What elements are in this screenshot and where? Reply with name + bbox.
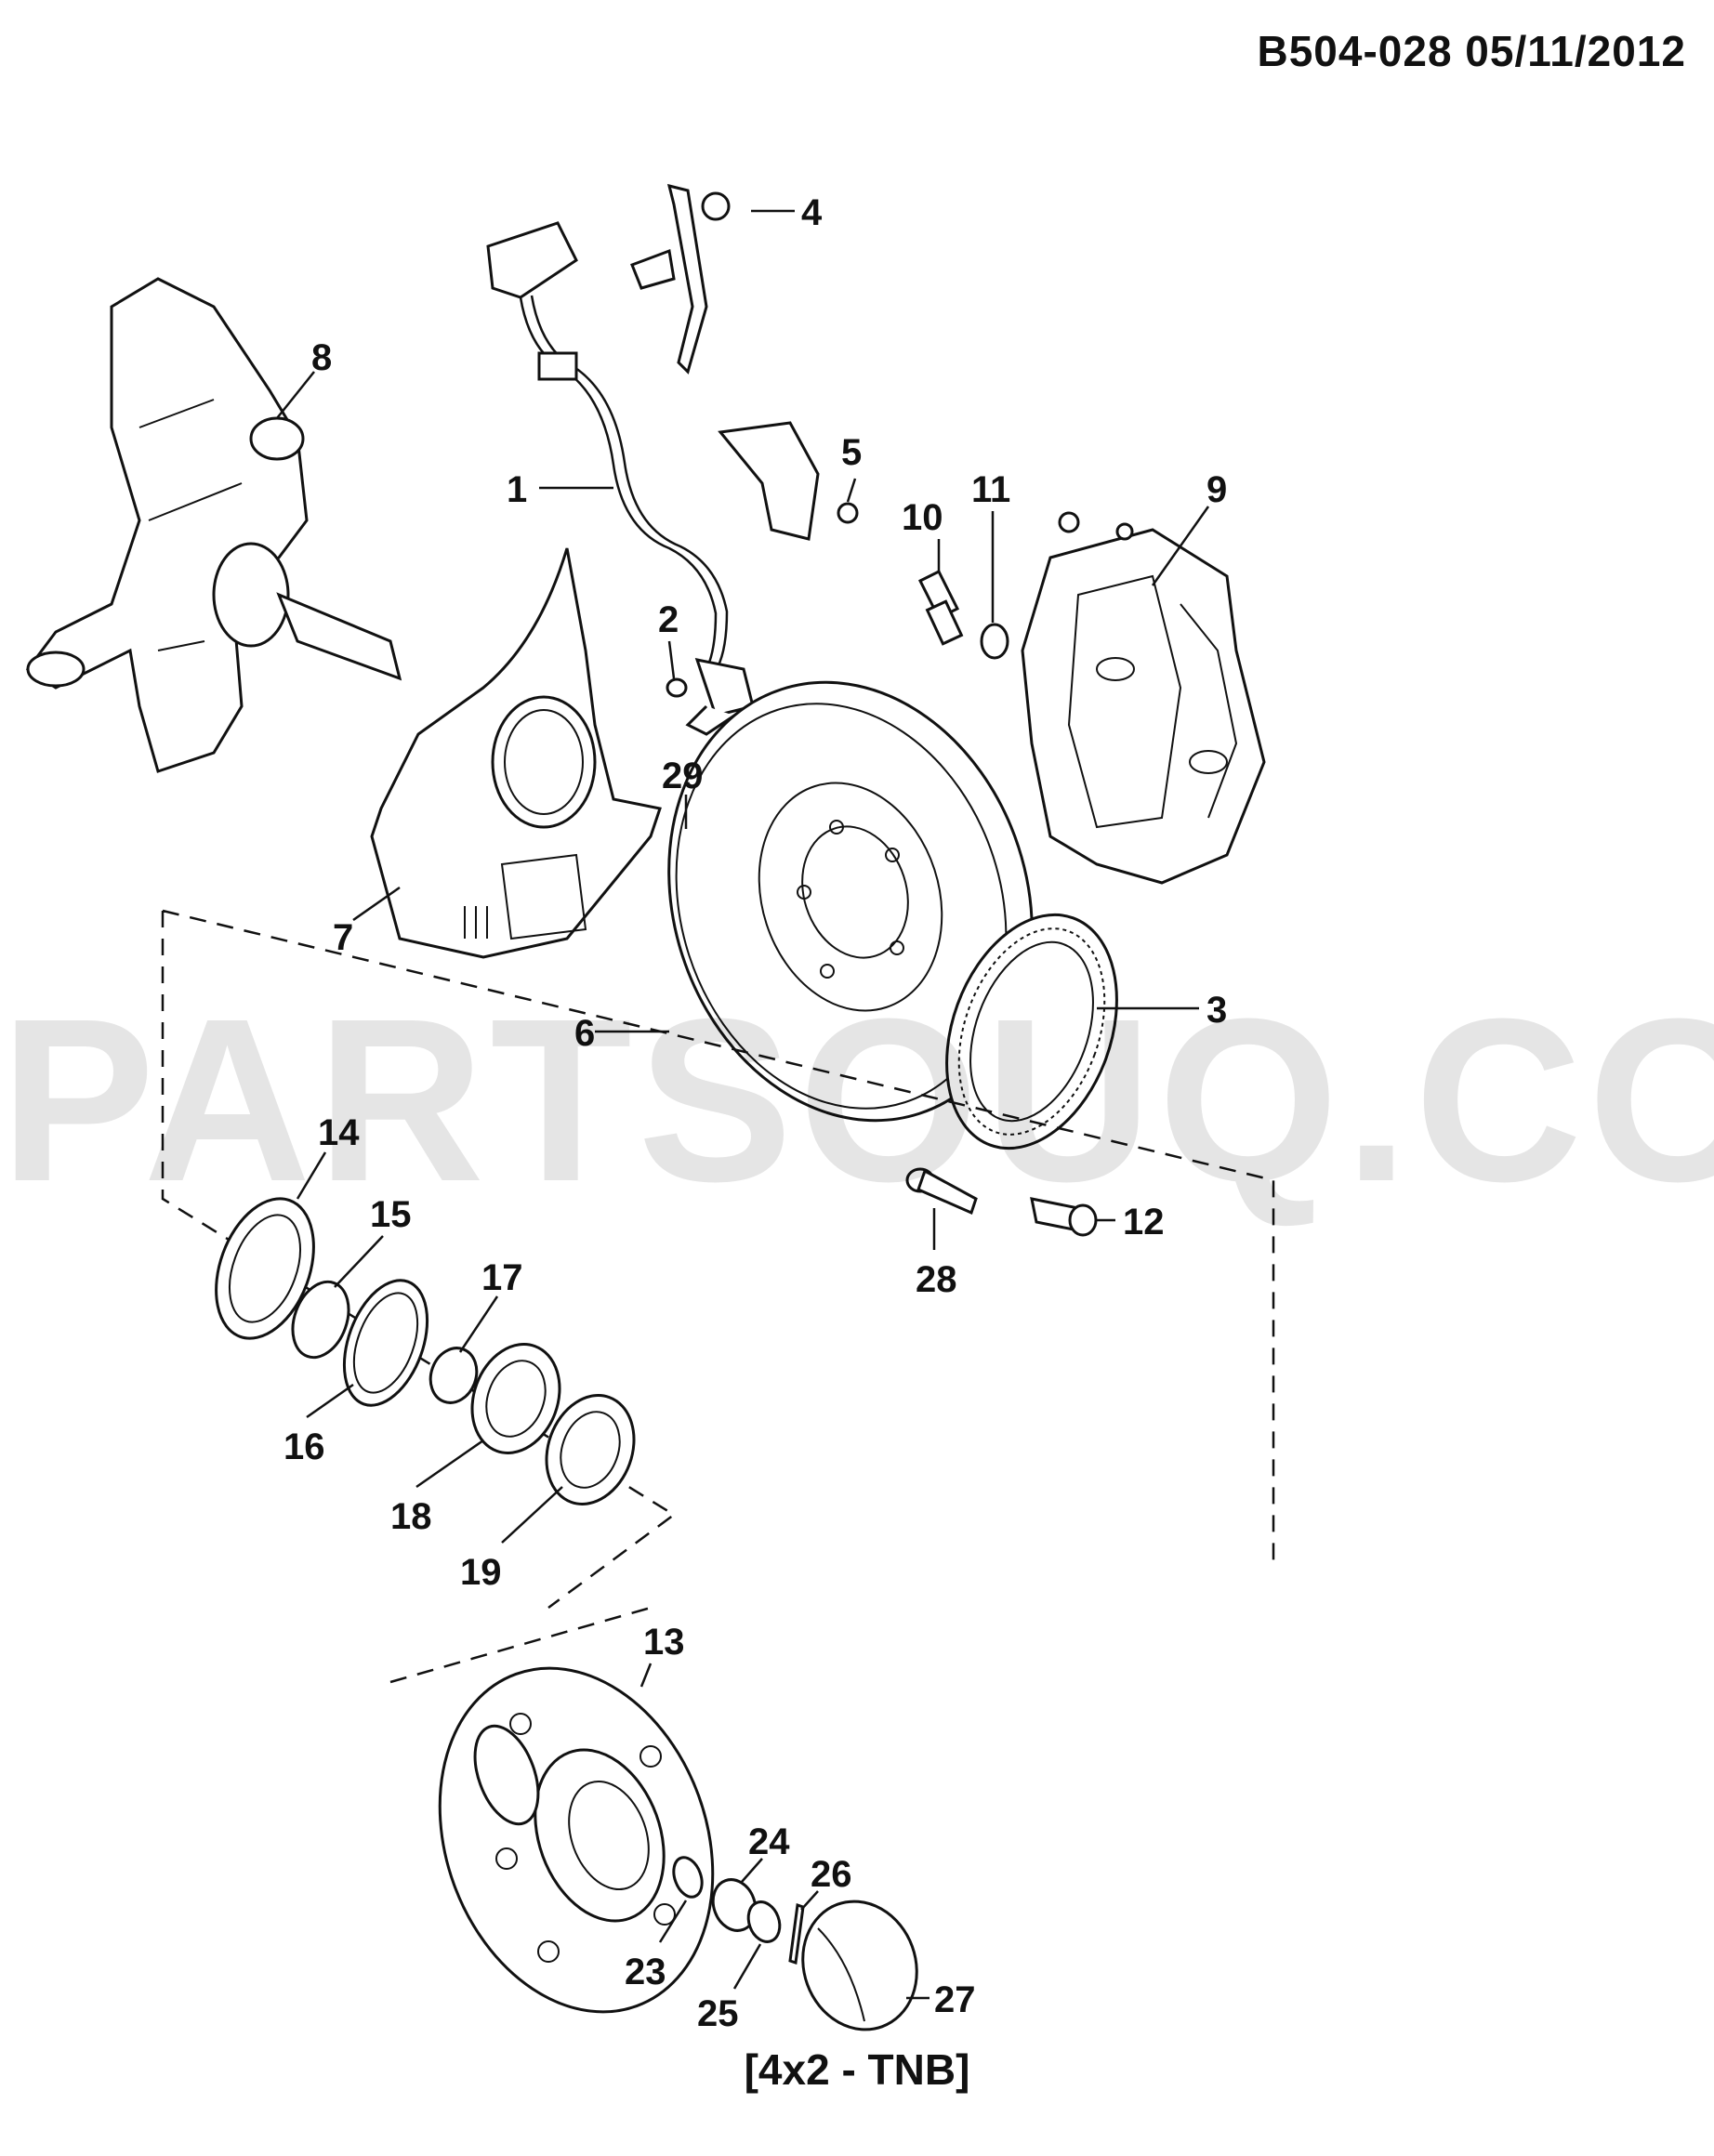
callout-25: 25 xyxy=(697,1993,739,2034)
callout-12: 12 xyxy=(1123,1202,1165,1242)
callout-8: 8 xyxy=(311,337,332,378)
steering-knuckle xyxy=(25,277,402,773)
caliper-bolt-10 xyxy=(917,569,964,646)
brake-caliper xyxy=(1021,511,1266,885)
callout-5: 5 xyxy=(841,432,862,473)
callout-29: 29 xyxy=(662,756,704,796)
hub-bolt-28 xyxy=(905,1167,978,1216)
castle-nut-24 xyxy=(711,1878,758,1932)
dust-shield xyxy=(370,547,662,959)
variant-label: [4x2 - TNB] xyxy=(744,2045,970,2094)
callout-13: 13 xyxy=(643,1622,685,1663)
oil-seal-14 xyxy=(215,1197,315,1340)
callout-18: 18 xyxy=(390,1496,432,1537)
wheel-speed-sensor xyxy=(486,221,755,736)
bolt-12 xyxy=(1030,1197,1098,1237)
hub-outline xyxy=(389,1606,652,1684)
callout-15: 15 xyxy=(370,1194,412,1235)
callout-2: 2 xyxy=(658,599,679,640)
hub-cap-27 xyxy=(801,1900,918,2031)
brake-disc xyxy=(667,680,1034,1123)
bolt-small-2 xyxy=(666,677,688,698)
wheel-hub-13 xyxy=(438,1666,715,2014)
document-code: B504-028 05/11/2012 xyxy=(1257,27,1686,75)
leader-lines xyxy=(276,209,1210,2000)
sensor-bracket xyxy=(630,183,731,375)
washer-25 xyxy=(746,1900,782,1943)
clip-bracket xyxy=(718,421,859,541)
callout-11: 11 xyxy=(971,469,1010,510)
bearing-race-16 xyxy=(342,1279,429,1407)
callout-1: 1 xyxy=(507,469,527,510)
callout-16: 16 xyxy=(283,1426,325,1467)
callout-10: 10 xyxy=(902,497,943,538)
callout-17: 17 xyxy=(481,1257,523,1298)
callout-3: 3 xyxy=(1206,990,1227,1031)
callout-23: 23 xyxy=(625,1952,666,1992)
washer-23 xyxy=(672,1856,704,1899)
callout-14: 14 xyxy=(318,1112,360,1153)
callout-26: 26 xyxy=(811,1854,852,1895)
callout-4: 4 xyxy=(801,192,823,233)
callout-28: 28 xyxy=(916,1259,957,1300)
bearing-18 xyxy=(470,1343,561,1454)
bearing-19 xyxy=(545,1394,636,1505)
washer-15 xyxy=(291,1280,350,1360)
callout-9: 9 xyxy=(1206,469,1227,510)
callout-24: 24 xyxy=(748,1821,790,1862)
callout-numbers: 4 8 1 5 10 11 9 2 29 7 3 6 14 15 12 28 1… xyxy=(283,192,1227,2034)
abs-tone-ring xyxy=(945,913,1118,1150)
cotter-pin-26 xyxy=(788,1903,805,1965)
callout-19: 19 xyxy=(460,1552,502,1593)
callout-7: 7 xyxy=(333,917,353,958)
washer-11 xyxy=(980,623,1009,660)
callout-27: 27 xyxy=(934,1979,976,2020)
callout-6: 6 xyxy=(574,1013,595,1054)
